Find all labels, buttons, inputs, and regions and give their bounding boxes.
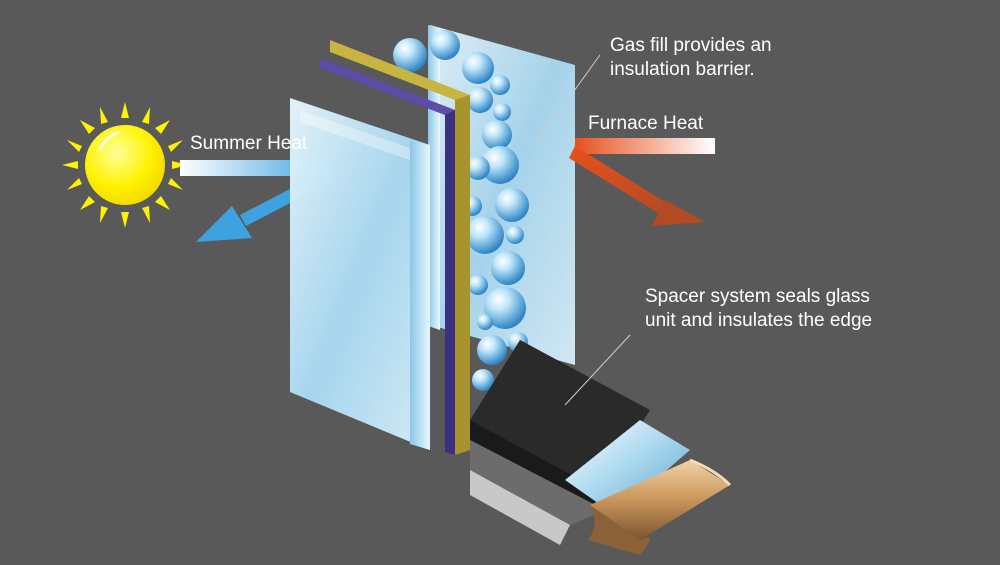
gold-film-layer xyxy=(330,40,470,455)
sun-icon xyxy=(62,102,188,228)
front-glass-pane xyxy=(290,98,430,450)
gas-fill-label: Gas fill provides an insulation barrier. xyxy=(610,34,772,82)
spacer-system xyxy=(470,340,732,555)
furnace-heat-label: Furnace Heat xyxy=(588,113,704,134)
gas-fill-label-line-1: Gas fill provides an xyxy=(610,35,772,56)
spacer-label-line-2: unit and insulates the edge xyxy=(645,310,873,331)
furnace-heat-arrow-icon xyxy=(569,138,715,226)
summer-heat-label: Summer Heat xyxy=(190,133,308,154)
spacer-system-label: Spacer system seals glass unit and insul… xyxy=(645,285,872,333)
spacer-label-line-1: Spacer system seals glass xyxy=(645,286,870,307)
coating-layer xyxy=(320,58,455,455)
gas-fill-label-line-2: insulation barrier. xyxy=(610,59,755,80)
label-leader-lines xyxy=(534,54,631,406)
